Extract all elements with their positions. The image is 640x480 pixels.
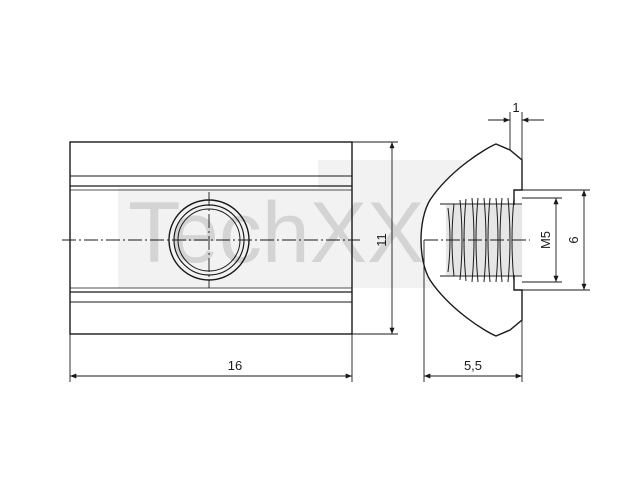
front-view-body	[69, 141, 353, 335]
dimension-label-11: 11	[374, 233, 389, 247]
front-view	[62, 141, 360, 335]
dimension-label-1: 1	[512, 100, 519, 115]
dimension-slot	[522, 189, 590, 291]
dimension-label-6: 6	[566, 236, 581, 243]
dimension-label-m5: M5	[538, 231, 553, 249]
dimension-height-front	[352, 141, 398, 335]
dimension-width-front	[69, 334, 353, 382]
dimension-label-16: 16	[228, 358, 242, 373]
dimension-thread	[522, 197, 562, 283]
dimension-flange	[488, 112, 544, 160]
dimension-width-side	[423, 240, 523, 382]
watermark-text: TechXXL	[128, 185, 472, 281]
dimension-label-5-5: 5,5	[464, 358, 482, 373]
side-view	[420, 143, 530, 337]
